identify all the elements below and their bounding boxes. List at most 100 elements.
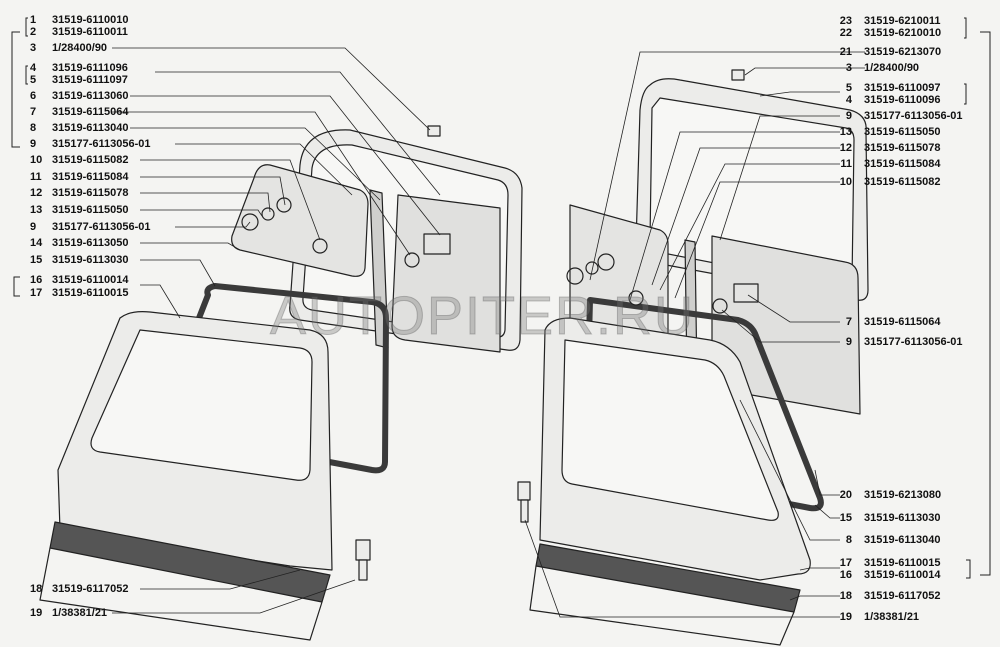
right-part-label: 8 31519-6113040	[830, 534, 941, 546]
callout-number: 8	[845, 534, 852, 546]
part-number: 31519-6113030	[864, 512, 941, 524]
left-part-label: 5 31519-6111097	[30, 74, 128, 86]
part-number: 31519-6113030	[52, 254, 129, 266]
part-number: 31519-6110096	[864, 94, 941, 106]
callout-number: 7	[30, 106, 37, 118]
callout-number: 15	[839, 512, 852, 524]
callout-number: 5	[845, 82, 852, 94]
left-part-label: 13 31519-6115050	[30, 204, 128, 216]
part-number: 31519-6113040	[864, 534, 941, 546]
right-bracket-54	[964, 83, 967, 105]
left-door-assembly	[39, 125, 523, 641]
left-fixed-glass	[391, 194, 501, 353]
left-part-label: 9 315177-6113056-01	[30, 138, 150, 150]
part-number: 31519-6115082	[52, 154, 129, 166]
left-part-label: 16 31519-6110014	[30, 274, 128, 286]
callout-number: 8	[30, 122, 37, 134]
left-bolt	[355, 539, 371, 561]
callout-number: 13	[30, 204, 43, 216]
left-part-label: 8 31519-6113040	[30, 122, 128, 134]
part-number: 315177-6113056-01	[864, 336, 963, 348]
part-number: 1/38381/21	[864, 611, 920, 623]
right-part-label: 12 31519-6115078	[830, 142, 941, 154]
callout-number: 2	[30, 26, 37, 38]
right-part-label: 16 31519-6110014	[830, 569, 941, 581]
callout-number: 9	[845, 110, 852, 122]
right-part-label: 15 31519-6113030	[830, 512, 941, 524]
part-number: 31519-6213070	[864, 46, 942, 58]
callout-number: 6	[30, 90, 37, 102]
left-part-label: 6 31519-6113060	[30, 90, 128, 102]
left-part-label: 7 31519-6115064	[30, 106, 128, 118]
callout-number: 10	[839, 176, 852, 188]
part-number: 31519-6111096	[52, 62, 128, 74]
right-screw	[731, 69, 745, 81]
callout-number: 1	[30, 14, 37, 26]
part-number: 1/38381/21	[52, 607, 108, 619]
right-bracket-outer	[980, 31, 991, 576]
part-number: 31519-6210010	[864, 27, 942, 39]
part-number: 31519-6110015	[864, 557, 941, 569]
part-number: 31519-6115064	[864, 316, 941, 328]
part-number: 31519-6115050	[52, 204, 129, 216]
callout-number: 12	[30, 187, 43, 199]
callout-number: 3	[845, 62, 852, 74]
callout-number: 14	[30, 237, 43, 249]
part-number: 315177-6113056-01	[52, 138, 151, 150]
part-number: 1/28400/90	[864, 62, 920, 74]
callout-number: 13	[839, 126, 852, 138]
part-number: 31519-6110014	[864, 569, 941, 581]
right-bracket-1716	[966, 559, 971, 579]
part-number: 31519-6115078	[864, 142, 941, 154]
callout-number: 17	[839, 557, 852, 569]
callout-number: 9	[30, 138, 37, 150]
part-number: 31519-6210011	[864, 15, 941, 27]
part-number: 31519-6110010	[52, 14, 129, 26]
callout-number: 23	[839, 15, 852, 27]
part-number: 31519-6213080	[864, 489, 942, 501]
part-number: 31519-6113050	[52, 237, 129, 249]
right-part-label: 3 1/28400/90	[830, 62, 919, 74]
left-bracket-1617	[13, 276, 20, 297]
part-number: 31519-6115064	[52, 106, 129, 118]
left-bracket-outer	[11, 31, 20, 148]
part-number: 31519-6113040	[52, 122, 129, 134]
callout-number: 5	[30, 74, 37, 86]
part-number: 31519-6115082	[864, 176, 941, 188]
callout-number: 15	[30, 254, 43, 266]
left-bracket-45	[25, 65, 28, 85]
part-number: 31519-6111097	[52, 74, 128, 86]
right-fixed-glass	[711, 235, 861, 415]
watermark: AUTOPITER.RU	[269, 286, 696, 347]
callout-number: 17	[30, 287, 43, 299]
right-part-label: 9 315177-6113056-01	[830, 336, 963, 348]
right-bracket-2223	[964, 17, 967, 39]
part-number: 31519-6115050	[864, 126, 941, 138]
callout-number: 10	[30, 154, 43, 166]
part-number: 31519-6110014	[52, 274, 129, 286]
part-number: 31519-6113060	[52, 90, 129, 102]
callout-number: 9	[845, 336, 852, 348]
callout-number: 12	[839, 142, 852, 154]
callout-number: 16	[30, 274, 43, 286]
callout-number: 3	[30, 42, 37, 54]
callout-number: 16	[839, 569, 852, 581]
part-number: 31519-6110097	[864, 82, 941, 94]
part-number: 315177-6113056-01	[52, 221, 151, 233]
part-number: 31519-6115078	[52, 187, 129, 199]
